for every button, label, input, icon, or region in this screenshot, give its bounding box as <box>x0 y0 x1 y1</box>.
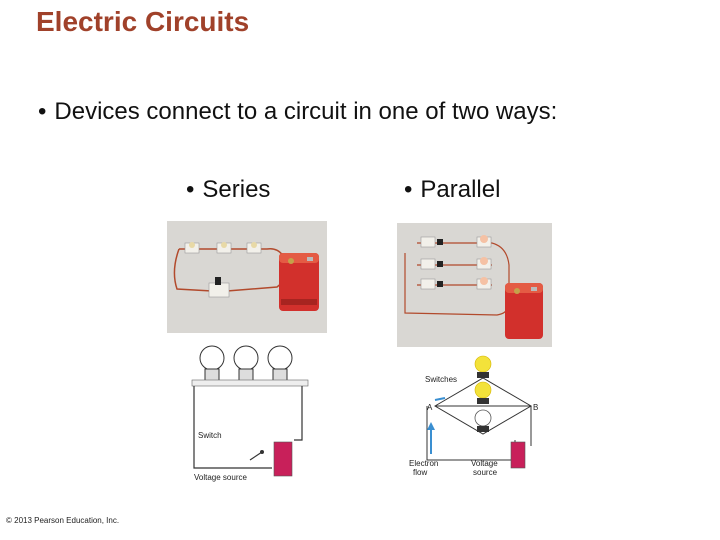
bullet-marker: • <box>186 176 195 203</box>
bullet-marker: • <box>404 176 413 203</box>
electron-label: Electron <box>409 459 438 468</box>
source-label: source <box>473 468 498 477</box>
switch-label: Switch <box>198 431 222 440</box>
series-heading: • Series <box>186 176 270 204</box>
flow-label: flow <box>413 468 427 477</box>
light-bulb-icon <box>199 345 293 384</box>
series-label: Series <box>202 176 271 203</box>
parallel-schematic: Switches A B Electron flow Voltage sourc… <box>405 350 550 480</box>
node-b-label: B <box>533 403 538 412</box>
voltage-label: Voltage <box>471 459 498 468</box>
series-circuit-photo <box>167 221 327 333</box>
bulb-socket-icon <box>420 235 492 290</box>
series-schematic: Switch Voltage source <box>190 340 310 482</box>
light-bulb-icon <box>474 355 492 432</box>
main-bullet-text: Devices connect to a circuit in one of t… <box>54 98 558 125</box>
bulb-socket-icon <box>184 242 262 254</box>
main-bullet: • Devices connect to a circuit in one of … <box>38 98 557 126</box>
node-a-label: A <box>427 403 433 412</box>
parallel-schematic-svg: Switches A B Electron flow Voltage sourc… <box>409 355 538 477</box>
parallel-label: Parallel <box>420 176 501 203</box>
parallel-circuit-photo <box>397 223 552 347</box>
switches-label: Switches <box>425 375 457 384</box>
copyright-notice: © 2013 Pearson Education, Inc. <box>6 516 120 525</box>
series-photo-illustration <box>167 221 327 333</box>
bullet-marker: • <box>38 98 47 125</box>
parallel-heading: • Parallel <box>404 176 500 204</box>
series-schematic-svg: Switch Voltage source <box>191 345 309 482</box>
parallel-photo-illustration <box>397 223 552 347</box>
voltage-source-label: Voltage source <box>194 473 247 482</box>
slide-title: Electric Circuits <box>36 6 250 37</box>
